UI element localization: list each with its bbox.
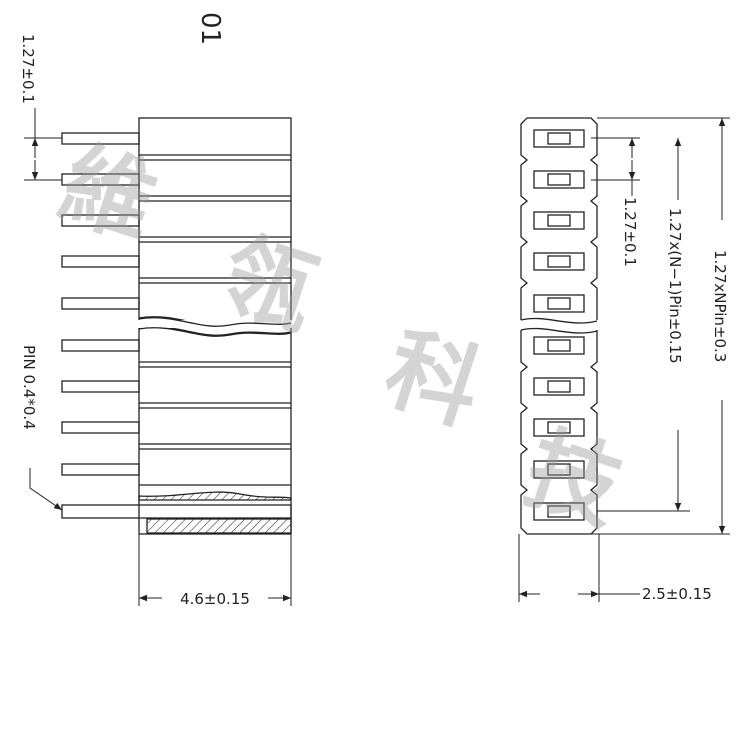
side-pins <box>61 132 292 519</box>
front-length-dimension <box>591 117 730 535</box>
side-width-dimension <box>138 534 292 606</box>
pin-leader <box>29 468 63 511</box>
side-long-pin <box>61 504 292 519</box>
pin-label: PIN 0.4*0.4 <box>20 345 38 430</box>
side-pitch-dimension <box>24 108 62 181</box>
side-pitch-label: 1.27±0.1 <box>19 34 37 104</box>
side-width-label: 4.6±0.15 <box>180 590 250 608</box>
front-width-label: 2.5±0.15 <box>642 585 712 603</box>
part-number: 01 <box>195 12 225 45</box>
front-view <box>515 117 603 535</box>
side-hatch-top <box>138 491 292 501</box>
front-width-dimension <box>518 534 640 602</box>
front-pitch-dimension <box>591 137 640 196</box>
watermark-char-2: 瓴 <box>208 219 329 349</box>
front-contact-slots <box>533 129 585 521</box>
front-pitch-label: 1.27±0.1 <box>621 197 639 267</box>
watermark-char-4: 技 <box>513 414 634 544</box>
side-view <box>61 117 293 535</box>
front-span-label: 1.27x(N−1)Pin±0.15 <box>666 208 684 364</box>
side-hatch-bottom <box>146 518 292 534</box>
front-span-dimension <box>597 138 690 512</box>
front-length-label: 1.27xNPin±0.3 <box>711 250 729 362</box>
side-row-lines <box>139 154 291 486</box>
watermark-char-1: 維 <box>48 129 169 259</box>
watermark-char-3: 科 <box>373 314 494 444</box>
